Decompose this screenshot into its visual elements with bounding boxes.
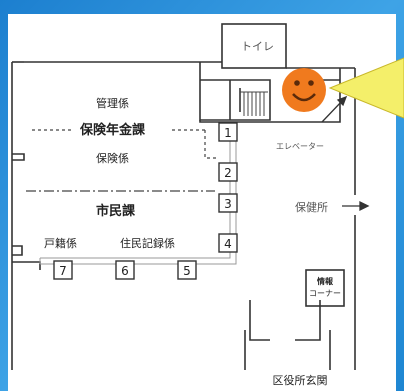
info-corner-label-1: 情報 (316, 276, 334, 286)
window-number-5: 5 (183, 264, 191, 278)
window-number-7: 7 (59, 264, 67, 278)
window-box-1 (218, 122, 238, 142)
smiley-face-icon (282, 68, 326, 112)
window-box-5 (177, 260, 197, 280)
elevator-label: エレベーター (276, 142, 324, 151)
health-center-label: 保健所 (295, 200, 328, 214)
window-number-2: 2 (224, 166, 232, 180)
admin-section-label: 管理係 (96, 96, 129, 110)
info-corner-label-2: コーナー (309, 289, 341, 298)
speech-callout (328, 57, 404, 119)
elevator-hatch (240, 91, 268, 116)
window-box-3 (218, 193, 238, 213)
window-number-4: 4 (224, 237, 232, 251)
window-number-3: 3 (224, 197, 232, 211)
window-box-4 (218, 233, 238, 253)
window-box-7 (53, 260, 73, 280)
elevator-arrow-icon (336, 95, 348, 107)
arrows (321, 95, 370, 212)
window-boxes (53, 122, 238, 280)
window-box-2 (218, 162, 238, 182)
entrance-label: 区役所玄関 (273, 373, 328, 387)
insurance-section-label: 保険係 (96, 151, 129, 165)
window-number-6: 6 (121, 264, 129, 278)
floor-map-paper (8, 14, 396, 391)
dividers (32, 129, 218, 159)
citizens-dept-label: 市民課 (96, 203, 136, 219)
resident-records-label: 住民記録係 (120, 236, 175, 250)
insurance-pension-dept-label: 保険年金課 (79, 122, 146, 138)
health-center-arrow-icon (359, 200, 370, 212)
window-number-1: 1 (224, 126, 232, 140)
toilet-label: トイレ (241, 40, 274, 53)
family-register-label: 戸籍係 (44, 236, 77, 250)
window-box-6 (115, 260, 135, 280)
